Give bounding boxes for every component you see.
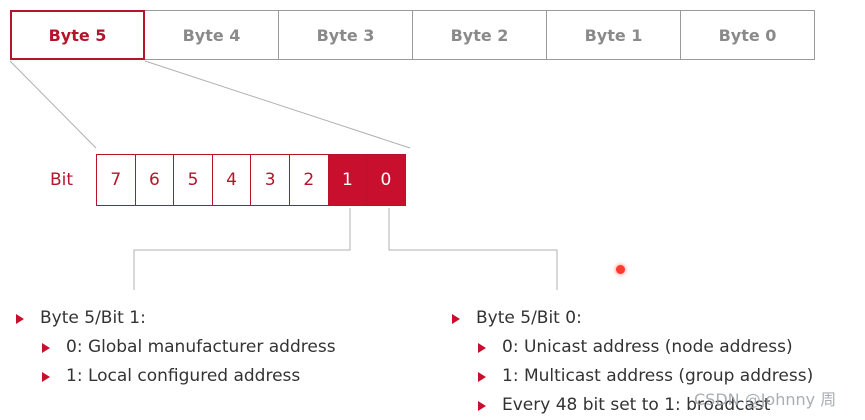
list-item: Every 48 bit set to 1: broadcast (452, 391, 813, 420)
bit0-description-list: Byte 5/Bit 0: 0: Unicast address (node a… (452, 304, 813, 420)
watermark: CSDN @Johnny 周 (694, 390, 837, 409)
list-item-text: 1: Multicast address (group address) (502, 366, 814, 386)
bit-cell-7: 7 (96, 154, 136, 206)
bit-cell-0: 0 (366, 154, 406, 206)
list-item: 0: Global manufacturer address (16, 333, 336, 362)
bit-cell-3: 3 (250, 154, 290, 206)
list-item: 0: Unicast address (node address) (452, 333, 813, 362)
list-item-text: 0: Unicast address (node address) (502, 337, 793, 357)
bit0-heading: Byte 5/Bit 0: (452, 304, 813, 333)
bit1-connector (133, 208, 351, 290)
list-item-text: 1: Local configured address (66, 366, 301, 386)
bit1-heading: Byte 5/Bit 1: (16, 304, 336, 333)
bit-row: 7 6 5 4 3 2 1 0 (96, 154, 406, 206)
zoom-line-left (9, 60, 97, 149)
byte-cell-0: Byte 0 (680, 10, 815, 60)
zoom-line-right (144, 60, 411, 149)
bullet-triangle-icon (42, 371, 50, 382)
bit1-heading-text: Byte 5/Bit 1: (40, 308, 146, 328)
byte-row: Byte 5 Byte 4 Byte 3 Byte 2 Byte 1 Byte … (10, 10, 820, 60)
bullet-triangle-icon (452, 313, 460, 324)
bit0-connector (388, 208, 558, 290)
bullet-triangle-icon (16, 313, 24, 324)
bullet-triangle-icon (42, 342, 50, 353)
byte-cell-3: Byte 3 (278, 10, 413, 60)
bit0-heading-text: Byte 5/Bit 0: (476, 308, 582, 328)
list-item: 1: Local configured address (16, 362, 336, 391)
list-item-text: 0: Global manufacturer address (66, 337, 336, 357)
bit-cell-2: 2 (288, 154, 329, 206)
list-item: 1: Multicast address (group address) (452, 362, 813, 391)
bit-cell-1: 1 (327, 154, 368, 206)
byte-cell-5: Byte 5 (10, 10, 145, 60)
bit-cell-6: 6 (134, 154, 175, 206)
bullet-triangle-icon (478, 400, 486, 411)
bullet-triangle-icon (478, 342, 486, 353)
bit-cell-5: 5 (173, 154, 213, 206)
byte-cell-2: Byte 2 (412, 10, 547, 60)
bit-cell-4: 4 (211, 154, 252, 206)
list-item-text: Every 48 bit set to 1: broadcast (502, 395, 771, 415)
byte-cell-1: Byte 1 (546, 10, 681, 60)
laser-pointer-dot (616, 265, 625, 274)
bit1-description-list: Byte 5/Bit 1: 0: Global manufacturer add… (16, 304, 336, 391)
bullet-triangle-icon (478, 371, 486, 382)
bit-label: Bit (50, 170, 74, 190)
